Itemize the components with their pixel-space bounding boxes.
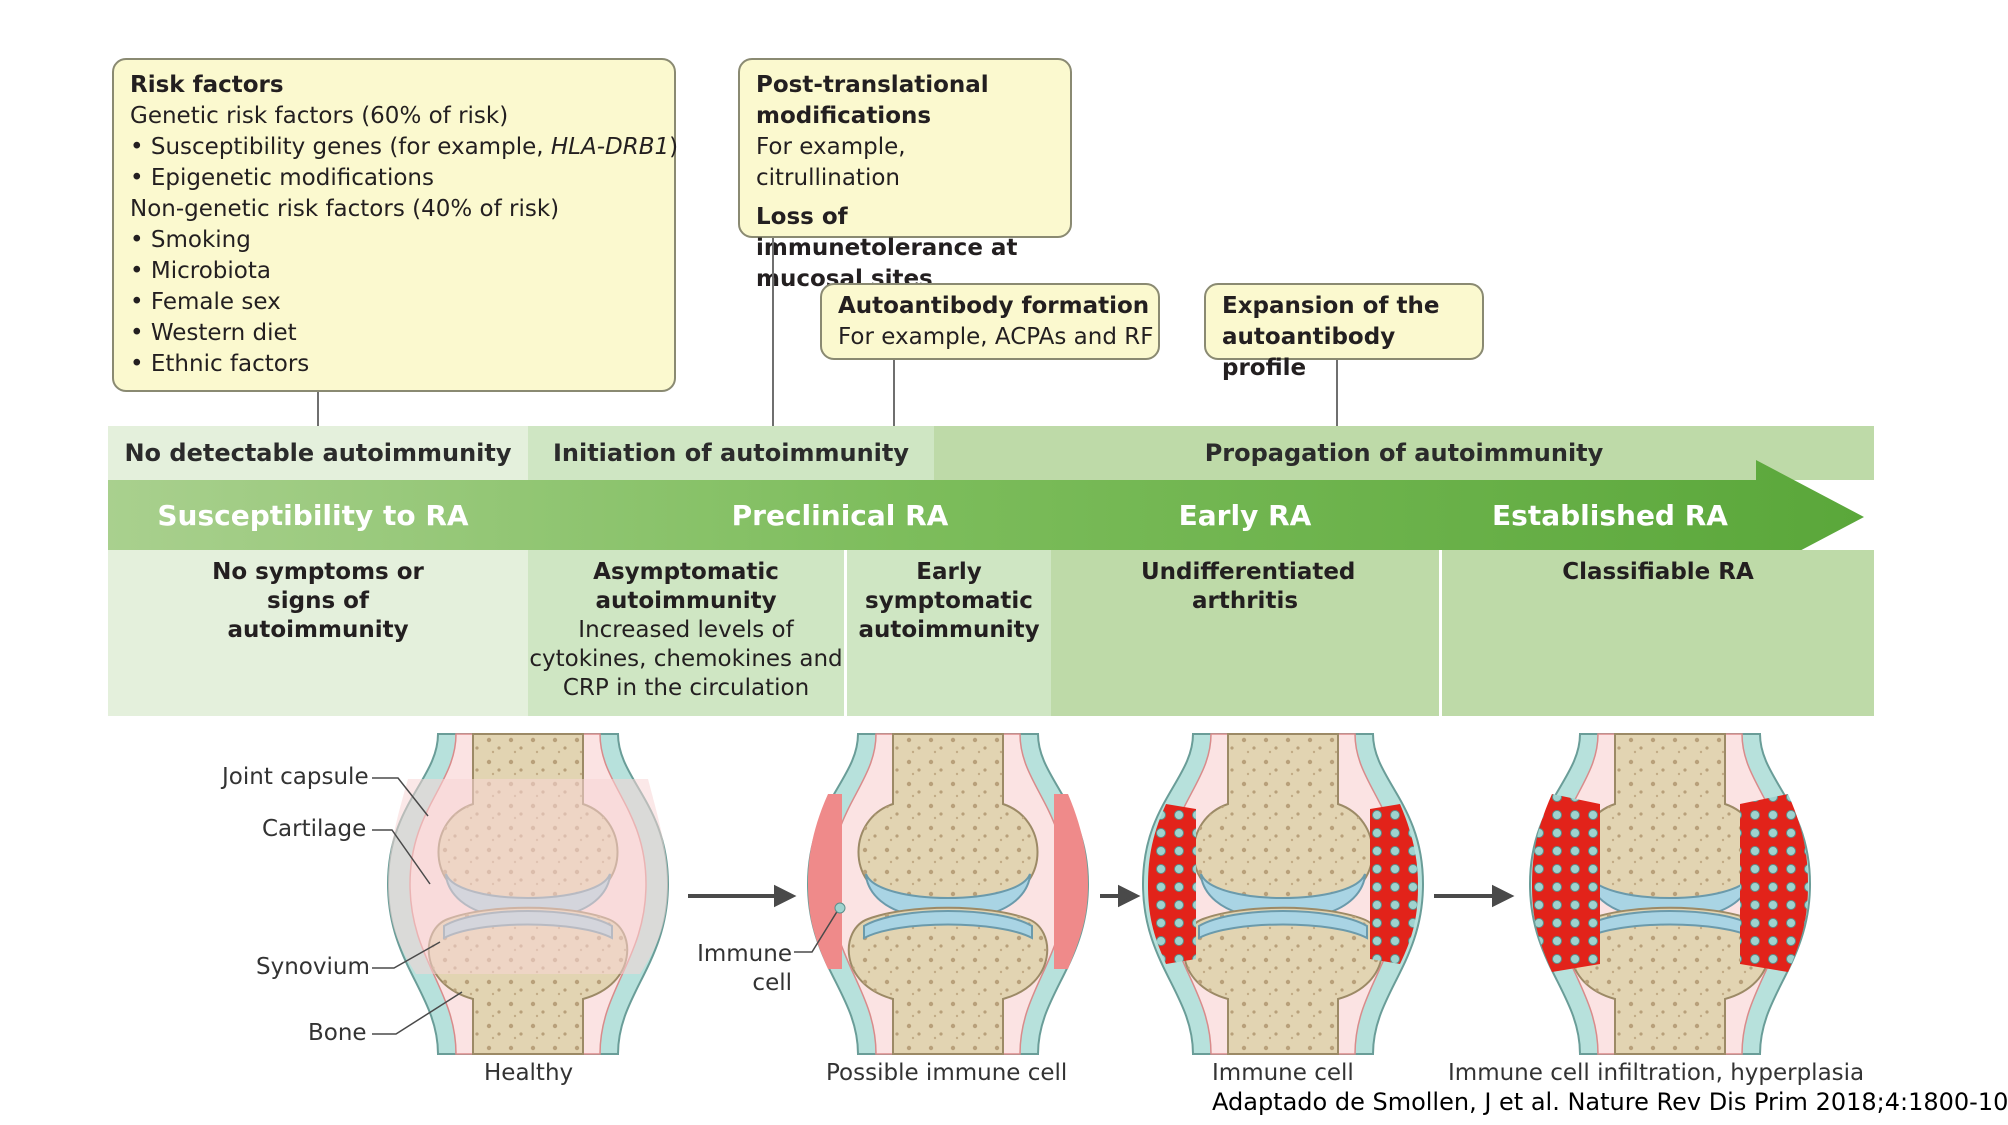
connector-line — [317, 392, 319, 426]
captions-strip: Healthy Possible immune cell Immune cell… — [0, 1054, 2000, 1086]
caption-possible: Possible immune cell — [826, 1060, 1068, 1086]
stage-established: Established RA — [1492, 498, 1728, 532]
synovium-immune-right — [1370, 804, 1418, 964]
synovium-infiltration-left — [1532, 794, 1600, 972]
cell-early-symptomatic: Early symptomatic autoimmunity — [847, 550, 1051, 716]
risk-line: • Susceptibility genes (for example, HLA… — [130, 134, 679, 160]
cell-classifiable-text: Classifiable RA — [1562, 559, 1754, 585]
risk-factors-box: Risk factors Genetic risk factors (60% o… — [112, 58, 679, 392]
cell-undifferentiated-text: Undifferentiated arthritis — [1141, 559, 1356, 614]
risk-line: • Ethnic factors — [130, 351, 310, 377]
cell-asymptomatic: Asymptomatic autoimmunity Increased leve… — [528, 550, 844, 716]
synovium-healthy — [388, 779, 668, 974]
band-no-detectable: No detectable autoimmunity — [108, 426, 528, 480]
cell-classifiable: Classifiable RA — [1442, 550, 1874, 716]
risk-line: • Epigenetic modifications — [130, 165, 434, 191]
risk-line: • Western diet — [130, 320, 297, 346]
stage-early: Early RA — [1178, 498, 1312, 532]
label-bone: Bone — [308, 1020, 367, 1046]
ptm-box: Post-translational modifications For exa… — [738, 58, 1072, 292]
caption-immune: Immune cell — [1212, 1060, 1354, 1086]
risk-line: • Smoking — [130, 227, 251, 253]
joints-illustration — [372, 733, 1811, 1055]
caption-infiltration: Immune cell infiltration, hyperplasia — [1448, 1060, 1865, 1086]
band-propagation: Propagation of autoimmunity — [934, 426, 1874, 480]
cell-early-symptomatic-text: Early symptomatic autoimmunity — [858, 559, 1040, 643]
band-initiation: Initiation of autoimmunity — [528, 426, 934, 480]
synovium-immune-left — [1148, 804, 1196, 964]
joint-possible — [807, 733, 1089, 1055]
risk-factors-title: Risk factors — [130, 72, 284, 98]
cell-no-symptoms-text: No symptoms or signs of autoimmunity — [212, 559, 424, 643]
timeline-arrow — [108, 460, 1864, 574]
autoantibody-title: Autoantibody formation — [838, 293, 1150, 319]
risk-line: • Microbiota — [130, 258, 271, 284]
synovium-possible — [808, 794, 1088, 969]
autoantibody-subtitle: For example, ACPAs and RF — [838, 324, 1154, 350]
ptm-title: Post-translational modifications — [756, 72, 989, 129]
cell-undifferentiated: Undifferentiated arthritis — [1051, 550, 1439, 716]
stage-preclinical: Preclinical RA — [731, 498, 949, 532]
expansion-title: Expansion of the autoantibody profile — [1222, 293, 1440, 381]
risk-line: • Female sex — [130, 289, 281, 315]
label-synovium: Synovium — [256, 954, 370, 980]
progress-arrow — [688, 884, 1515, 908]
synovium-infiltration-right — [1740, 794, 1808, 972]
leader-lines — [372, 777, 839, 1035]
label-immune-cell: Immune cell — [697, 941, 792, 996]
cell-asymptomatic-sub: Increased levels of cytokines, chemokine… — [529, 617, 843, 701]
autoantibody-box: Autoantibody formation For example, ACPA… — [820, 283, 1160, 360]
label-joint-capsule: Joint capsule — [222, 764, 369, 790]
connector-line — [893, 360, 895, 426]
stage-susceptibility: Susceptibility to RA — [157, 498, 469, 532]
source-credit: Adaptado de Smollen, J et al. Nature Rev… — [1212, 1088, 2008, 1116]
risk-line: Non-genetic risk factors (40% of risk) — [130, 196, 560, 222]
caption-healthy: Healthy — [484, 1060, 574, 1086]
expansion-box: Expansion of the autoantibody profile — [1204, 283, 1484, 381]
connector-line — [1336, 360, 1338, 426]
tolerance-title: Loss of immunetolerance at mucosal sites — [756, 204, 1018, 292]
label-cartilage: Cartilage — [262, 816, 367, 842]
ptm-subtitle: For example, citrullination — [756, 134, 906, 191]
risk-line: Genetic risk factors (60% of risk) — [130, 103, 509, 129]
connector-line — [772, 238, 774, 426]
cell-asymptomatic-title: Asymptomatic autoimmunity — [593, 559, 779, 614]
cell-no-symptoms: No symptoms or signs of autoimmunity — [108, 550, 528, 716]
immune-cell-marker — [834, 902, 846, 914]
